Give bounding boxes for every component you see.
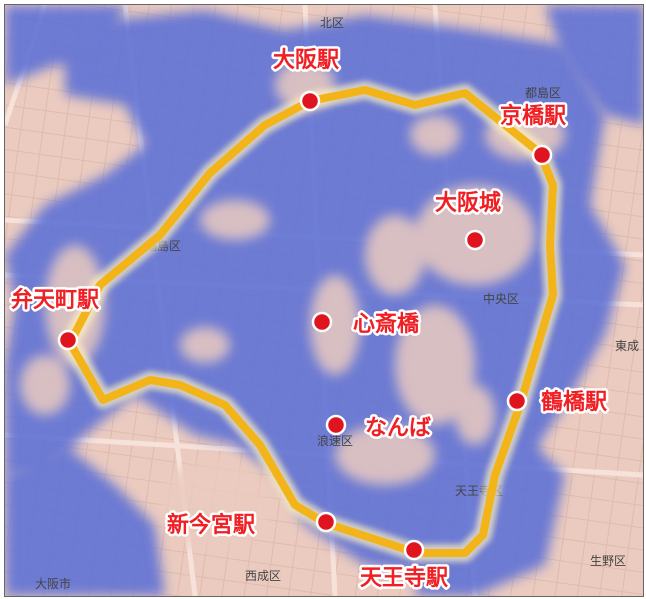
station-marker-osaka[interactable]	[299, 90, 321, 112]
station-markers[interactable]	[57, 90, 553, 561]
landmark-marker-namba[interactable]	[325, 414, 347, 436]
station-label-osaka: 大阪駅	[273, 48, 339, 73]
district-label: 浪速区	[317, 433, 353, 448]
landmark-marker-shinsaibashi[interactable]	[311, 311, 333, 333]
district-label: 北区	[320, 16, 344, 30]
landmark-label-osaka-castle: 大阪城	[435, 190, 501, 216]
station-marker-bentencho[interactable]	[57, 329, 79, 351]
station-label-tsuruhashi: 鶴橋駅	[541, 389, 607, 415]
station-label-tennoji: 天王寺駅	[360, 566, 448, 591]
landmark-marker-osaka-castle[interactable]	[464, 229, 486, 251]
station-marker-kyobashi[interactable]	[531, 144, 553, 166]
station-marker-tennoji[interactable]	[403, 539, 425, 561]
map[interactable]: 北区 都島区 福島区 中央区 浪速区 天王寺区 西成区 生野区 大阪市 東成 大…	[4, 4, 644, 597]
map-canvas[interactable]: 北区 都島区 福島区 中央区 浪速区 天王寺区 西成区 生野区 大阪市 東成 大…	[5, 5, 643, 596]
station-marker-shin-imamiya[interactable]	[315, 511, 337, 533]
landmark-label-namba: なんば	[365, 416, 431, 441]
district-label: 大阪市	[35, 576, 71, 591]
coverage-gaps	[20, 60, 565, 550]
station-label-bentencho: 弁天町駅	[11, 287, 99, 313]
district-label: 中央区	[483, 291, 519, 306]
station-marker-tsuruhashi[interactable]	[506, 390, 528, 412]
district-label: 生野区	[590, 554, 626, 568]
station-label-kyobashi: 京橋駅	[500, 103, 566, 129]
station-label-shin-imamiya: 新今宮駅	[167, 512, 255, 538]
district-label: 都島区	[525, 85, 561, 100]
landmark-label-shinsaibashi: 心斎橋	[353, 311, 420, 337]
district-label: 西成区	[245, 569, 281, 583]
district-label: 東成	[615, 339, 639, 353]
